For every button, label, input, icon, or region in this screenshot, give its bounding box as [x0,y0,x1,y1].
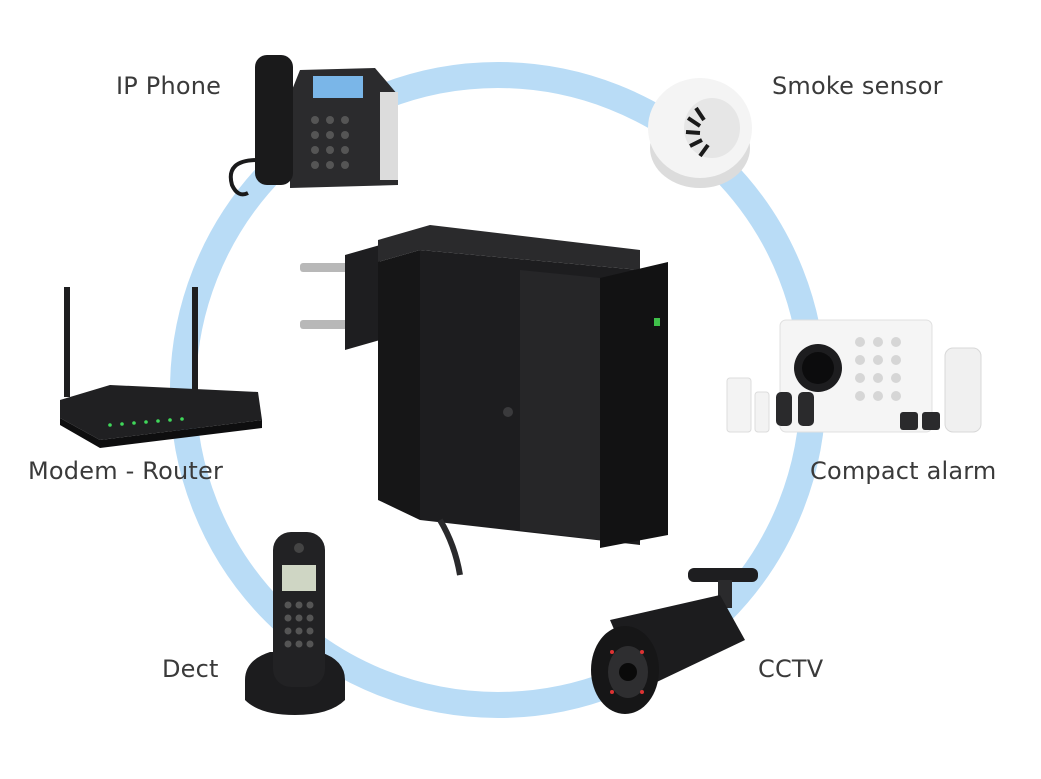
smoke-sensor-icon [648,78,752,188]
cctv-camera-icon [591,568,758,714]
modem-router-label: Modem - Router [28,457,224,485]
compact-alarm-label: Compact alarm [810,457,997,485]
central-power-supply [300,225,668,576]
dect-label: Dect [162,655,219,683]
ip-phone-label: IP Phone [116,72,222,100]
modem-router-icon [60,287,262,448]
compact-alarm-icon [726,319,982,433]
cctv-label: CCTV [758,655,824,683]
smoke-sensor-label: Smoke sensor [772,72,943,100]
ip-phone-icon [228,55,398,197]
dect-phone-icon [245,532,345,715]
